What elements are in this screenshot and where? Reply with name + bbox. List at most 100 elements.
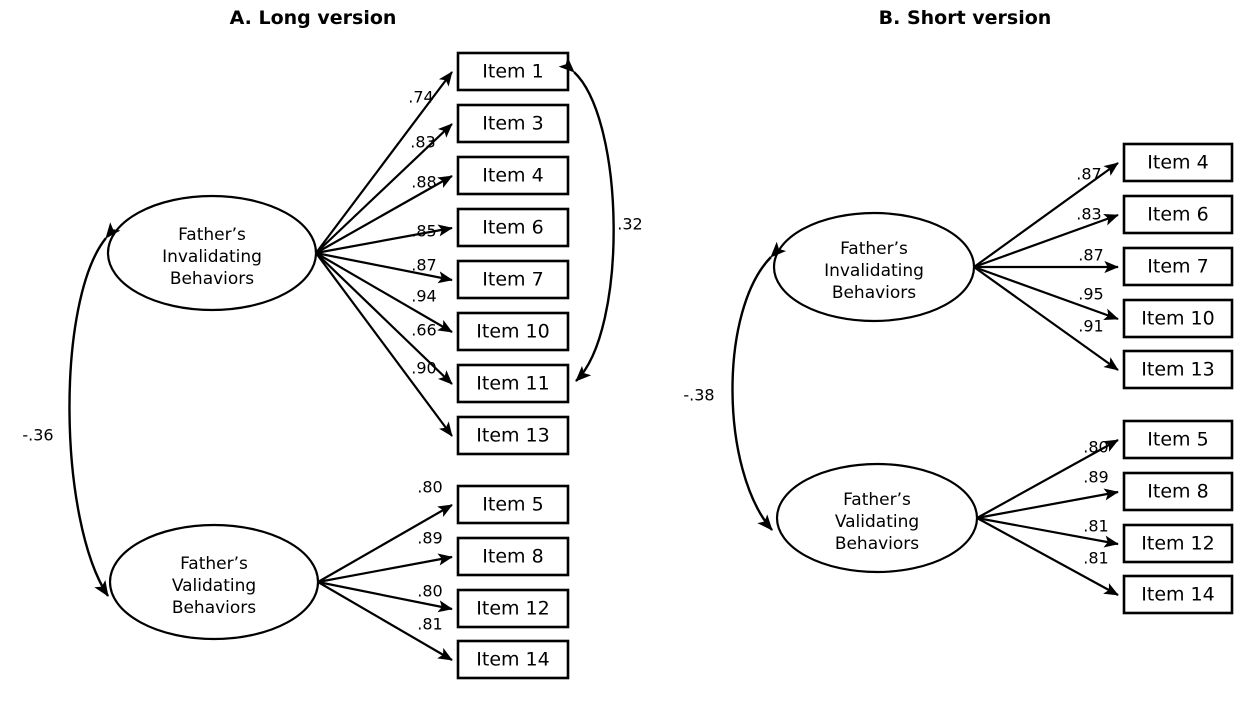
factor-label-line1: Father’s xyxy=(180,554,248,574)
item-box xyxy=(1122,419,1234,460)
item-box xyxy=(456,639,570,680)
loading-label: .91 xyxy=(1078,317,1103,336)
item-box-label: Item 4 xyxy=(482,165,543,187)
path-arrow xyxy=(315,251,453,284)
loading-label: .80 xyxy=(1083,438,1108,457)
item-box-label: Item 10 xyxy=(476,321,549,343)
factor-label-line2: Invalidating xyxy=(824,261,924,281)
panel-b-title: B. Short version xyxy=(879,7,1052,29)
loading-label: .87 xyxy=(411,256,436,275)
item-box-label: Item 10 xyxy=(1141,308,1214,330)
item-box-label: Item 7 xyxy=(1147,256,1208,278)
loading-label: .80 xyxy=(417,478,442,497)
covariance-label: .32 xyxy=(617,215,642,234)
item-box xyxy=(456,155,570,196)
factor-label-line2: Validating xyxy=(835,512,919,532)
loading-label: .90 xyxy=(411,359,436,378)
path-arrow xyxy=(976,439,1119,519)
item-box-label: Item 13 xyxy=(1141,359,1214,381)
factor-label-line1: Father’s xyxy=(843,490,911,510)
item-box xyxy=(456,484,570,525)
loading-label: .81 xyxy=(417,615,442,634)
loading-label: .74 xyxy=(408,88,433,107)
path-arrow xyxy=(317,581,453,661)
loading-label: .66 xyxy=(411,321,436,340)
path-arrow xyxy=(317,580,453,613)
item-box-label: Item 5 xyxy=(482,494,543,516)
panel-b-loadings-invalidating xyxy=(973,162,1119,371)
panel-a-factor-covariance: -.36 xyxy=(22,222,121,597)
item-box-label: Item 3 xyxy=(482,113,543,135)
path-arrow xyxy=(315,252,453,333)
item-box xyxy=(1122,349,1234,390)
factor-label-line2: Validating xyxy=(172,576,256,596)
loading-label: .83 xyxy=(410,133,435,152)
covariance-curve xyxy=(731,241,787,531)
factor-label-line3: Behaviors xyxy=(170,269,254,289)
path-arrow xyxy=(976,516,1119,548)
path-arrow xyxy=(315,123,453,254)
covariance-label: -.36 xyxy=(22,426,53,445)
path-arrow xyxy=(317,553,453,584)
path-arrow xyxy=(976,517,1119,596)
item-box xyxy=(1122,142,1234,183)
factor-label-line3: Behaviors xyxy=(832,283,916,303)
covariance-curve xyxy=(68,222,121,597)
item-box xyxy=(456,51,570,92)
item-box xyxy=(1122,246,1234,287)
panel-b-factor-covariance: -.38 xyxy=(683,241,787,531)
factor-label-line1: Father’s xyxy=(840,239,908,259)
covariance-curve xyxy=(558,56,615,382)
item-box xyxy=(1122,574,1234,615)
item-box xyxy=(456,415,570,456)
item-box-label: Item 4 xyxy=(1147,152,1208,174)
item-box-label: Item 14 xyxy=(476,649,549,671)
panel-a-loadings-invalidating xyxy=(315,71,453,437)
item-box xyxy=(1122,523,1234,564)
item-box-label: Item 12 xyxy=(1141,533,1214,555)
panel-b-item-boxes: Item 4 Item 6 Item 7 Item 10 Item 13 Ite… xyxy=(1122,142,1234,615)
panel-b-loading-labels: .87 .83 .87 .95 .91 .80 .89 .81 .81 xyxy=(1076,165,1108,568)
item-box-label: Item 11 xyxy=(476,373,549,395)
path-arrow xyxy=(315,175,453,254)
loading-label: .89 xyxy=(1083,468,1108,487)
item-box-label: Item 1 xyxy=(482,61,543,83)
factor-label-line3: Behaviors xyxy=(835,534,919,554)
loading-label: .94 xyxy=(411,287,436,306)
path-arrow xyxy=(973,266,1119,371)
path-arrow xyxy=(973,265,1119,321)
loading-label: .88 xyxy=(411,173,436,192)
panel-a-loading-labels: .74 .83 .88 .85 .87 .94 .66 .90 .80 .89 … xyxy=(408,88,442,634)
factor-label-line2: Invalidating xyxy=(162,247,262,267)
loading-label: .85 xyxy=(411,222,436,241)
item-box-label: Item 14 xyxy=(1141,584,1214,606)
path-arrow xyxy=(315,71,453,254)
factor-label-line3: Behaviors xyxy=(172,598,256,618)
loading-label: .87 xyxy=(1076,165,1101,184)
path-arrow xyxy=(976,488,1119,520)
loading-label: .87 xyxy=(1078,246,1103,265)
panel-a-title: A. Long version xyxy=(230,7,397,29)
loading-label: .81 xyxy=(1083,517,1108,536)
path-arrow xyxy=(315,224,453,255)
item-box-label: Item 7 xyxy=(482,269,543,291)
item-box xyxy=(456,536,570,577)
panel-b-loadings-validating xyxy=(976,439,1119,596)
path-arrow xyxy=(315,252,453,385)
item-box xyxy=(1122,194,1234,235)
loading-label: .95 xyxy=(1078,285,1103,304)
item-box xyxy=(456,363,570,404)
factor-label-line1: Father’s xyxy=(178,225,246,245)
item-box xyxy=(456,588,570,629)
path-arrow xyxy=(317,504,453,583)
item-box-label: Item 8 xyxy=(1147,481,1208,503)
item-box-label: Item 6 xyxy=(482,217,543,239)
item-box-label: Item 5 xyxy=(1147,429,1208,451)
path-arrow xyxy=(973,162,1119,268)
loading-label: .83 xyxy=(1076,205,1101,224)
item-box-label: Item 6 xyxy=(1147,204,1208,226)
loading-label: .80 xyxy=(417,582,442,601)
path-arrow xyxy=(315,252,453,437)
